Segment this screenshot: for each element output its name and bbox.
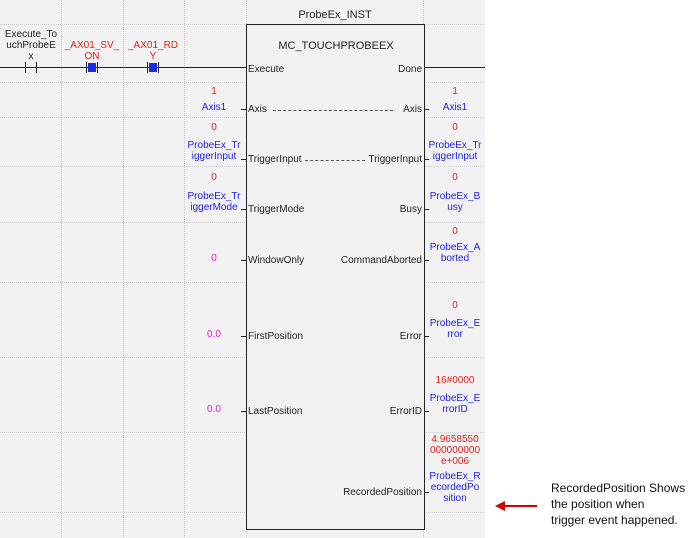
pin-tick [241,109,246,110]
input-triggerinput-variable[interactable]: ProbeEx_Tr iggerInput [187,140,241,162]
grid-line [0,82,485,83]
pin-tick [424,209,429,210]
pin-tick [241,260,246,261]
output-commandaborted-variable[interactable]: ProbeEx_A borted [429,242,481,264]
pin-windowonly: WindowOnly [248,255,305,266]
output-errorid-variable[interactable]: ProbeEx_E rrorID [429,393,481,415]
arrow-left-icon [495,501,505,511]
grid-line [0,166,485,167]
pin-tick [424,336,429,337]
pin-firstposition: FirstPosition [248,331,304,342]
grid-line [0,432,485,433]
output-recordedposition-variable[interactable]: ProbeEx_R ecordedPo sition [429,471,481,504]
pin-tick [241,159,246,160]
annotation-arrow [503,505,537,507]
contact-execute-touchprobe[interactable] [25,62,37,73]
output-busy-variable[interactable]: ProbeEx_B usy [429,191,481,213]
contact-ax01-rdy[interactable] [147,62,159,73]
contact-label: _AX01_SV_ ON [64,40,120,62]
pin-tick [424,109,429,110]
grid-line [0,357,485,358]
grid-line [0,24,485,25]
pin-triggerinput-in: TriggerInput [248,154,302,165]
pin-recordedposition: RecordedPosition [343,487,422,498]
output-error-variable[interactable]: ProbeEx_E rror [429,318,481,340]
contact-ax01-sv-on[interactable] [86,62,98,73]
input-axis-variable[interactable]: Axis1 [201,102,227,113]
pin-axis-out: Axis [403,104,422,115]
pin-tick [241,209,246,210]
output-errorid-value: 16#0000 [435,375,475,386]
output-axis-variable[interactable]: Axis1 [442,102,468,113]
grid-line [123,0,124,538]
input-triggerinput-value: 0 [211,122,217,133]
input-windowonly-value[interactable]: 0 [211,253,217,264]
pin-triggerinput-out: TriggerInput [368,154,422,165]
pin-tick [424,159,429,160]
contact-label: Execute_To uchProbeE x [4,29,58,62]
pin-tick [241,411,246,412]
pin-triggermode: TriggerMode [248,204,305,215]
output-busy-value: 0 [452,172,458,183]
pin-commandaborted: CommandAborted [340,255,422,266]
ladder-editor[interactable]: Execute_To uchProbeE x _AX01_SV_ ON _AX0… [0,0,485,538]
contact-label: _AX01_RD Y [127,40,179,62]
output-done-value: 1 [452,86,458,97]
grid-line [0,117,485,118]
input-axis-value: 1 [211,86,217,97]
grid-line [61,0,62,538]
pin-errorid: ErrorID [389,406,422,417]
function-block[interactable]: MC_TOUCHPROBEEX Execute Axis TriggerInpu… [246,24,425,530]
input-lastposition-value[interactable]: 0.0 [207,404,221,415]
grid-line [0,222,485,223]
output-triggerinput-variable[interactable]: ProbeEx_Tr iggerInput [428,140,482,162]
grid-line [184,0,185,538]
output-error-value: 0 [452,300,458,311]
output-recordedposition-value: 4.9658550 000000000 e+006 [429,434,481,467]
input-triggermode-variable[interactable]: ProbeEx_Tr iggerMode [187,191,241,213]
pin-lastposition: LastPosition [248,406,303,417]
pin-tick [241,336,246,337]
instance-name[interactable]: ProbeEx_INST [298,9,372,21]
function-block-type: MC_TOUCHPROBEEX [278,40,394,52]
inout-link-triggerinput [305,160,365,161]
pin-done: Done [398,64,422,75]
pin-tick [424,411,429,412]
pin-tick [424,492,429,493]
pin-error: Error [399,331,422,342]
input-triggermode-value: 0 [211,172,217,183]
annotation-callout: RecordedPosition Shows the position when… [551,481,686,527]
output-triggerinput-value: 0 [452,122,458,133]
grid-line [0,512,485,513]
rung-line [0,67,246,68]
input-firstposition-value[interactable]: 0.0 [207,329,221,340]
inout-link-axis [273,110,393,111]
rung-line-out [423,67,485,68]
pin-busy: Busy [399,204,422,215]
pin-tick [424,260,429,261]
output-commandaborted-value: 0 [452,226,458,237]
pin-axis-in: Axis [248,104,267,115]
pin-execute: Execute [248,64,285,75]
grid-line [0,282,485,283]
